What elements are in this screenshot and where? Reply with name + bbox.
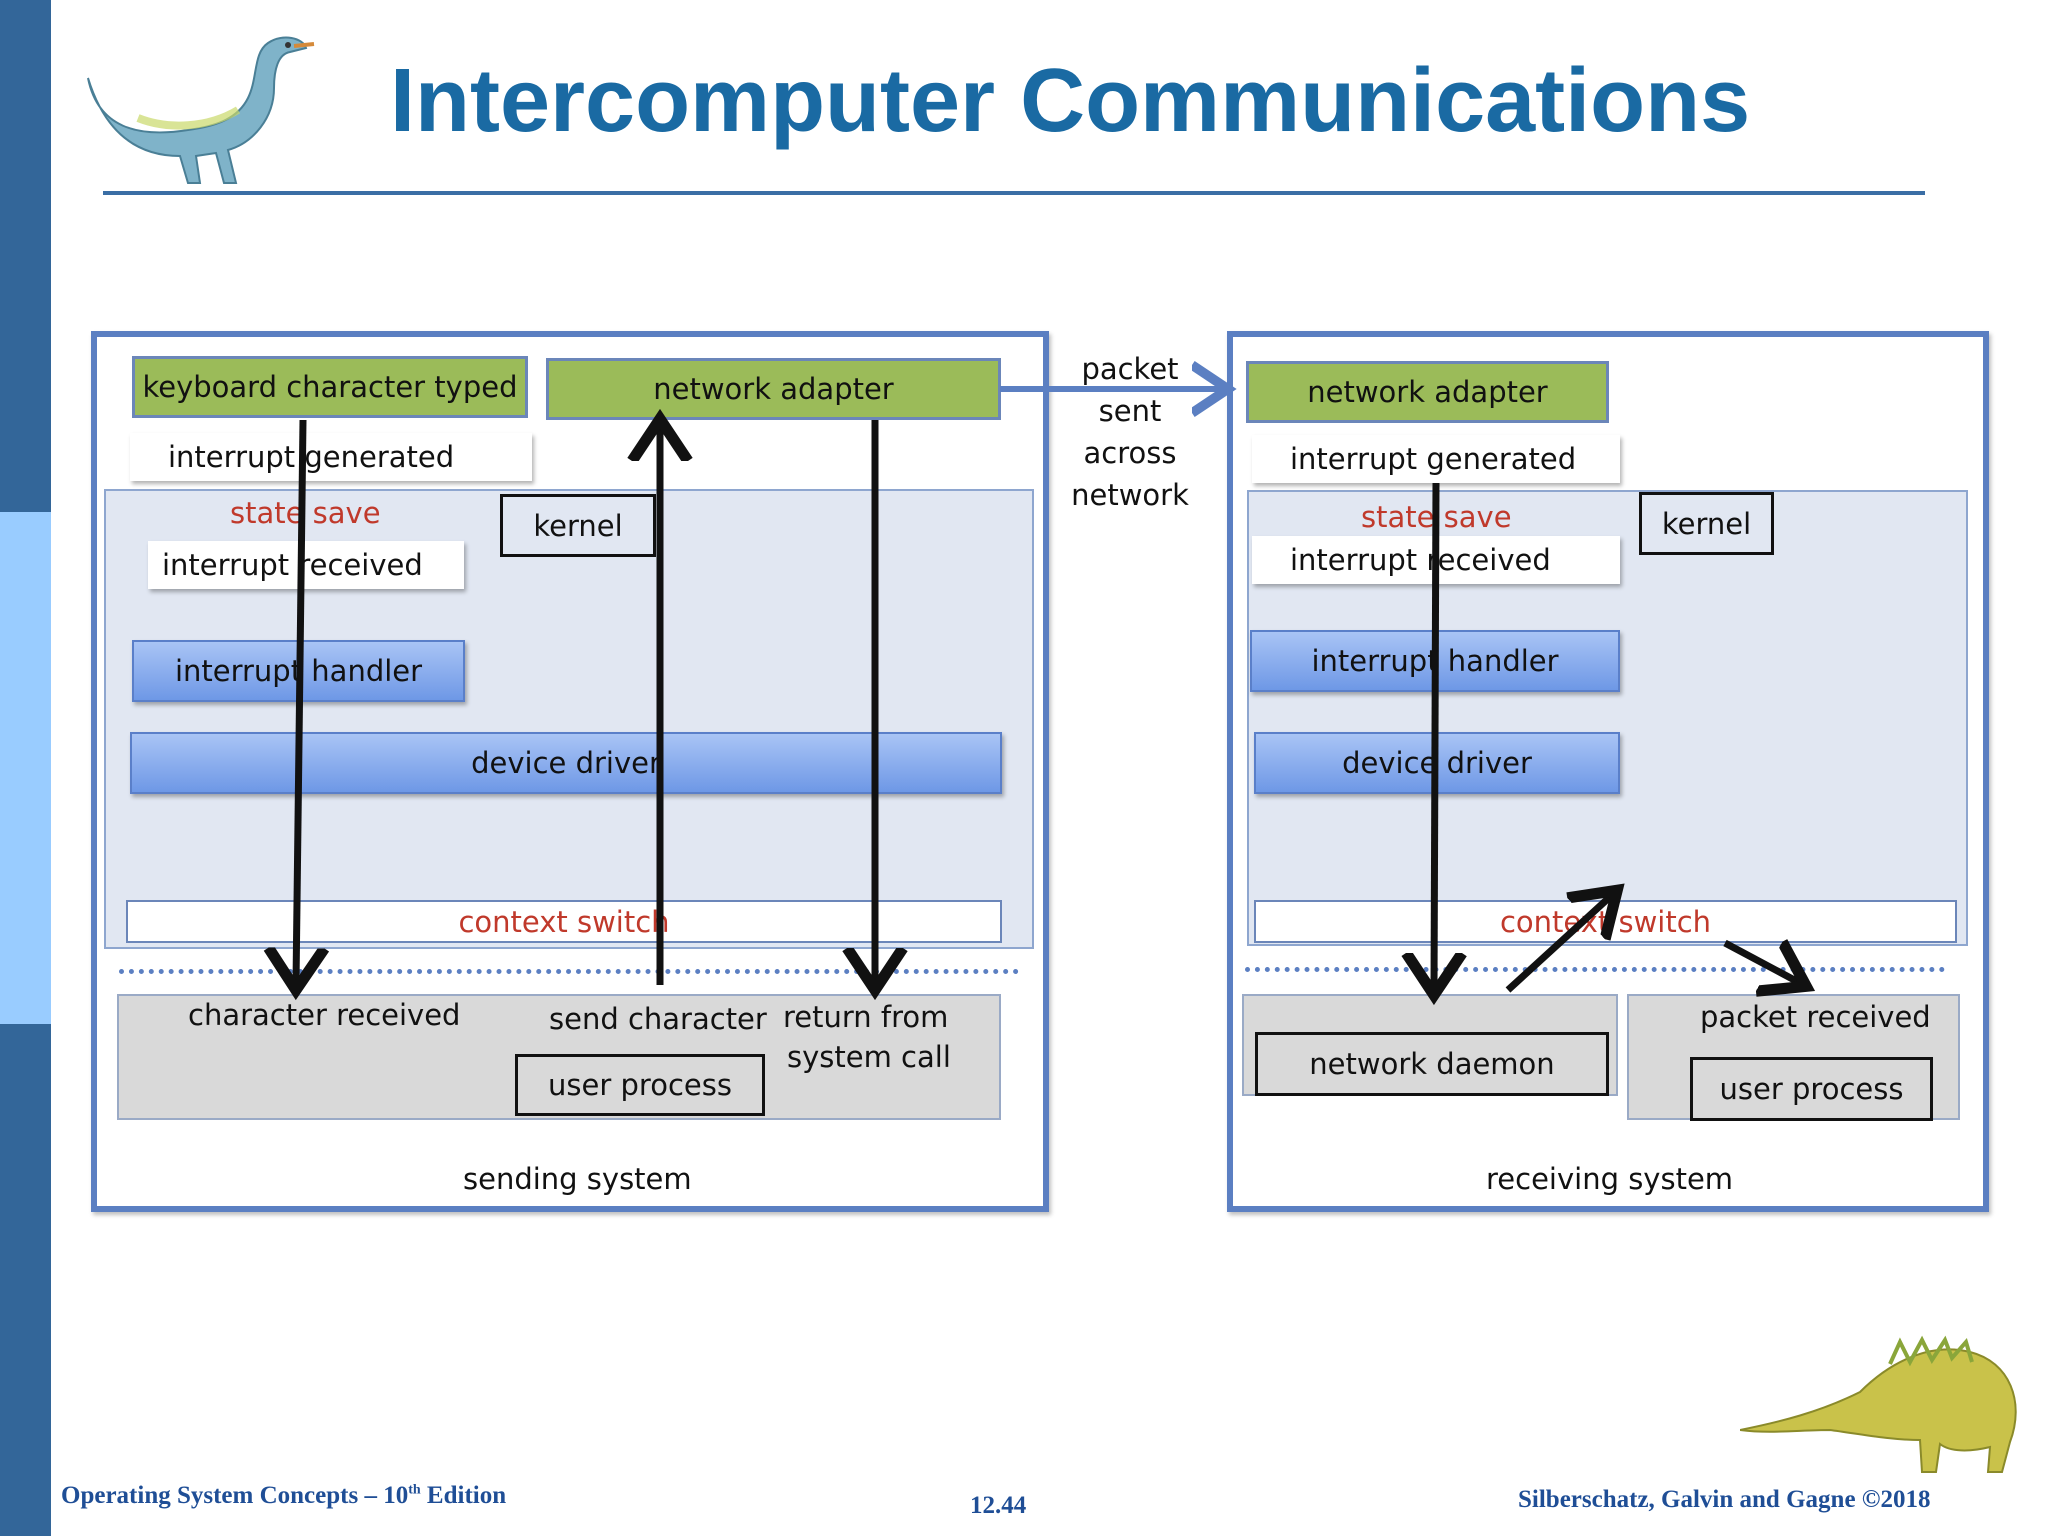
footer-page-number: 12.44 [970,1492,1027,1519]
sending-user-process: user process [515,1054,765,1116]
receiving-interrupt-flow-arrow [1434,482,1436,988]
sidebar-stripe-top [0,0,51,512]
packet-label-line: packet [1081,352,1179,386]
user-process-label: user process [548,1068,732,1102]
sidebar-stripe-middle [0,512,51,1024]
sending-interrupt-flow-arrow [296,419,303,983]
packet-label-line: network [1071,478,1189,512]
return-from-label: return from [783,1000,949,1034]
sending-user-kernel-boundary [119,969,1019,974]
keyboard-label: keyboard character typed [142,370,518,404]
packet-label-line: across [1083,436,1177,470]
context-switch-label: context switch [458,904,670,939]
footer-book-suffix: Edition [420,1482,507,1509]
user-process-label: user process [1719,1072,1904,1106]
sending-network-adapter-box: network adapter [546,358,1001,420]
dinosaur-logo-icon [87,36,315,184]
network-daemon-box: network daemon [1255,1032,1609,1096]
footer-authors: Silberschatz, Galvin and Gagne ©2018 [1518,1486,1931,1513]
sending-kernel-box: kernel [500,494,656,557]
character-received-label: character received [188,998,461,1032]
kernel-label: kernel [1661,506,1752,541]
footer-book-prefix: Operating System Concepts – 10 [61,1482,409,1509]
sending-user-area [117,994,1001,1120]
receiving-network-adapter-box: network adapter [1246,361,1609,423]
packet-received-label: packet received [1700,1000,1931,1034]
interrupt-received-label: interrupt received [1290,543,1551,577]
sending-system-caption: sending system [463,1162,692,1196]
sending-interrupt-generated: interrupt generated [130,433,532,481]
slide-title: Intercomputer Communications [390,51,1751,151]
sending-interrupt-received: interrupt received [148,541,464,589]
receiving-user-process: user process [1690,1057,1933,1121]
interrupt-generated-label: interrupt generated [1290,442,1577,476]
sending-context-switch: context switch [126,900,1002,943]
kernel-to-user-process-arrow [1723,943,1800,983]
send-character-label: send character [549,1002,767,1036]
device-driver-label: device driver [471,746,661,780]
footer-book-sup: th [408,1482,421,1498]
interrupt-received-label: interrupt received [162,548,423,582]
kernel-label: kernel [533,508,623,543]
footer-book-title: Operating System Concepts – 10th Edition [61,1482,506,1510]
receiving-kernel-box: kernel [1639,492,1774,555]
sending-device-driver: device driver [130,732,1002,794]
packet-label-line: sent [1098,394,1162,428]
receiving-user-kernel-boundary [1245,967,1945,972]
sidebar-stripe-bottom [0,1024,51,1536]
interrupt-generated-label: interrupt generated [168,440,455,474]
network-adapter-label: network adapter [1307,375,1548,409]
sending-keyboard-box: keyboard character typed [132,356,528,418]
receiving-interrupt-generated: interrupt generated [1252,435,1620,483]
daemon-to-kernel-arrow [1505,895,1612,993]
network-daemon-label: network daemon [1309,1047,1555,1081]
packet-label: packet sent across network [1060,348,1200,516]
receiving-system-caption: receiving system [1486,1162,1734,1196]
dinosaur-bottom-icon [1740,1335,2017,1473]
system-call-label: system call [787,1040,951,1074]
network-adapter-label: network adapter [653,372,894,406]
title-underline [103,191,1925,195]
